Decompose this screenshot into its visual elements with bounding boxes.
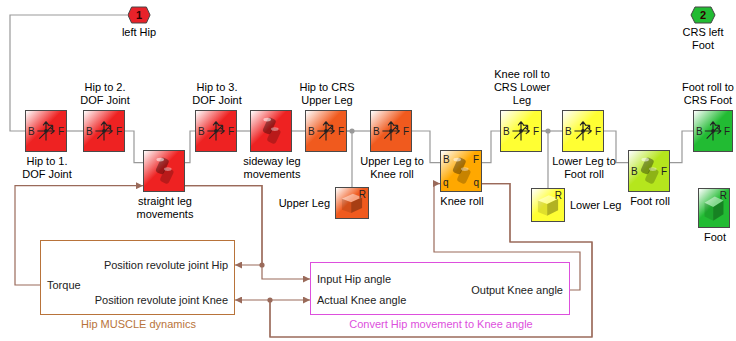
block-label: Hip to 3. DOF Joint	[191, 81, 243, 107]
port-label: Position revolute joint Hip	[104, 259, 228, 272]
physical-connection	[185, 131, 195, 163]
block-label: Knee roll to CRS Lower Leg	[484, 68, 560, 107]
branch-dot	[545, 128, 550, 133]
port-letter: B	[443, 154, 450, 165]
port-letter: B	[373, 126, 380, 137]
physical-connection	[292, 130, 305, 131]
port-label: Torque	[47, 279, 81, 292]
block-label: Hip to CRS Upper Leg	[297, 81, 357, 107]
port-label: Actual Knee angle	[317, 294, 406, 307]
block-label: Knee roll	[440, 195, 483, 208]
subsystem-box: Position revolute joint HipPosition revo…	[40, 240, 235, 315]
port-number: 2	[690, 9, 716, 22]
solid-block: RUpper Leg	[335, 187, 369, 219]
port-number: 1	[127, 9, 151, 22]
block-icon	[144, 151, 184, 191]
port-letter: q	[443, 177, 449, 188]
block-label: Hip to 2. DOF Joint	[79, 81, 131, 107]
port-letter: F	[338, 126, 344, 137]
port-letter: q	[473, 177, 479, 188]
block-label: CRS left Foot	[675, 26, 731, 52]
signal-dots	[259, 262, 272, 302]
transform-block: BFHip to CRS Upper Leg	[305, 110, 347, 152]
port-label: Position revolute joint Knee	[95, 294, 228, 307]
transform-block: BFKnee roll to CRS Lower Leg	[500, 110, 542, 152]
block-label: Lower Leg	[570, 199, 621, 212]
port-letter: B	[696, 126, 703, 137]
port-letter: B	[28, 126, 35, 137]
subsystem-title: Hip MUSCLE dynamics	[81, 318, 196, 331]
revolute-joint-block: sideway leg movements	[250, 110, 292, 152]
branch-dot	[349, 128, 354, 133]
port-letter: F	[473, 154, 479, 165]
physical-connection	[670, 131, 693, 163]
block-label: Upper Leg to Knee roll	[356, 155, 428, 181]
port-letter: B	[308, 126, 315, 137]
solid-block: RFoot	[698, 188, 730, 228]
signal-line	[235, 184, 592, 337]
port-label: Output Knee angle	[471, 284, 563, 297]
transform-block: BFHip to 3. DOF Joint	[195, 110, 237, 152]
port-letter: F	[533, 126, 539, 137]
port-hexagon: 1left Hip	[127, 6, 151, 24]
port-letter: B	[198, 126, 205, 137]
revolute-joint-block: BFqqKnee roll	[440, 150, 482, 192]
branch-dot	[267, 297, 272, 302]
port-letter: F	[58, 126, 64, 137]
port-letter: F	[724, 126, 730, 137]
block-label: Foot roll to CRS Foot	[677, 81, 736, 107]
physical-connection	[347, 131, 352, 187]
branch-dot	[259, 262, 264, 267]
port-hexagon: 2CRS left Foot	[690, 6, 716, 24]
transform-block: BFLower Leg to Foot roll	[562, 110, 604, 152]
block-label: Lower Leg to Foot roll	[548, 155, 620, 181]
revolute-joint-block: BFFoot roll	[628, 150, 670, 192]
port-letter: R	[359, 189, 366, 200]
revolute-joint-block: straight leg movements	[143, 150, 185, 192]
physical-connection	[67, 130, 83, 131]
subsystem-title: Convert Hip movement to Knee angle	[349, 318, 532, 331]
physical-connection	[482, 131, 500, 163]
port-letter: R	[720, 190, 727, 201]
block-label: Foot roll	[630, 195, 670, 208]
port-label: Input Hip angle	[317, 273, 391, 286]
block-label: straight leg movements	[125, 195, 205, 221]
block-icon	[251, 111, 291, 151]
solid-block: RLower Leg	[531, 188, 565, 222]
physical-connection	[237, 130, 250, 131]
signal-line	[270, 184, 592, 337]
transform-block: BFUpper Leg to Knee roll	[370, 110, 412, 152]
block-label: left Hip	[122, 26, 156, 39]
port-letter: R	[555, 190, 562, 201]
port-letter: F	[661, 166, 667, 177]
port-letter: F	[403, 126, 409, 137]
port-letter: F	[116, 126, 122, 137]
physical-connection	[125, 131, 143, 163]
block-label: sideway leg movements	[232, 155, 312, 181]
physical-connection	[542, 131, 548, 188]
transform-block: BFFoot roll to CRS Foot	[693, 110, 733, 152]
transform-block: BFHip to 2. DOF Joint	[83, 110, 125, 152]
subsystem-box: Input Hip angleActual Knee angle Output K…	[310, 262, 570, 315]
port-letter: B	[86, 126, 93, 137]
block-label: Foot	[704, 231, 726, 244]
block-label: Hip to 1. DOF Joint	[14, 155, 80, 181]
port-letter: B	[503, 126, 510, 137]
port-letter: F	[595, 126, 601, 137]
port-letter: F	[228, 126, 234, 137]
port-letter: B	[565, 126, 572, 137]
transform-block: BFHip to 1. DOF Joint	[25, 110, 67, 152]
block-label: Upper Leg	[279, 197, 330, 210]
port-letter: B	[631, 166, 638, 177]
